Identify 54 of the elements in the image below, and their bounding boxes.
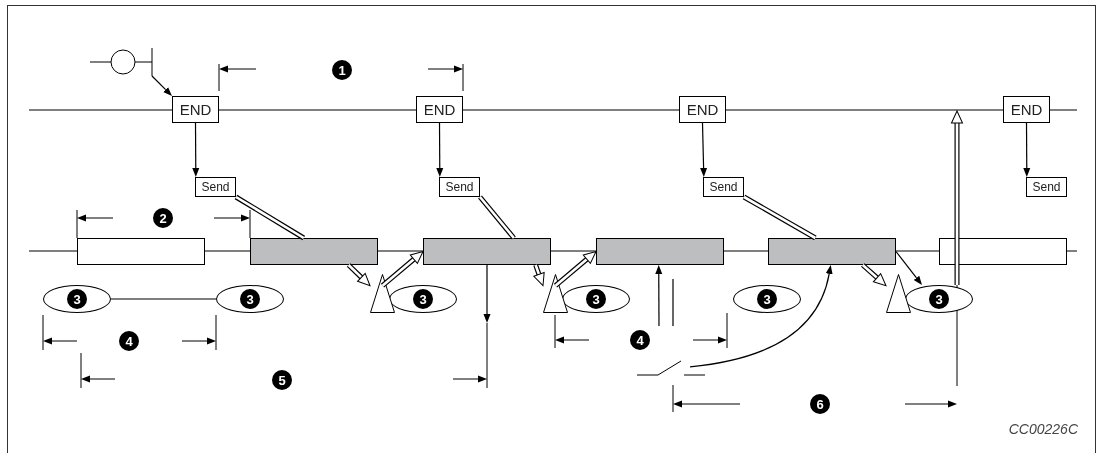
timing-bar (596, 238, 724, 265)
callout-number: 5 (272, 370, 292, 390)
oval-node (562, 285, 630, 313)
connector-line (110, 298, 217, 300)
timing-bar (423, 238, 551, 265)
arrow (151, 75, 172, 96)
callout-number: 4 (630, 330, 650, 350)
timing-bar (250, 238, 378, 265)
arrow (192, 122, 200, 177)
callout-number: 3 (413, 289, 433, 309)
double-line-arrow (553, 251, 597, 288)
switch-symbol-drawing (637, 360, 705, 377)
send-box: Send (439, 177, 480, 197)
callout-number: 3 (240, 289, 260, 309)
double-line-arrow (380, 251, 424, 288)
timing-bar (77, 238, 205, 265)
send-box: Send (1026, 177, 1067, 197)
timing-bar (939, 238, 1067, 265)
oval-node (43, 285, 111, 313)
timing-bar (768, 238, 896, 265)
arrow (436, 122, 444, 177)
oval-node (389, 285, 457, 313)
callout-number: 4 (119, 331, 139, 351)
send-box: Send (703, 177, 744, 197)
end-box: END (416, 96, 463, 123)
triangle-marker (886, 274, 911, 313)
send-box: Send (195, 177, 236, 197)
contact-symbol-drawing (90, 48, 152, 76)
double-line-arrow (346, 263, 371, 287)
end-box: END (679, 96, 726, 123)
callout-number: 3 (757, 289, 777, 309)
arrow (689, 265, 833, 368)
figure-code: CC00226C (1008, 422, 1078, 436)
double-line-arrow (951, 110, 963, 285)
oval-node (216, 285, 284, 313)
callout-number: 1 (332, 60, 352, 80)
callout-number: 3 (586, 289, 606, 309)
arrow (483, 264, 491, 323)
triangle-marker (370, 274, 395, 313)
end-box: END (1003, 96, 1050, 123)
callout-number: 3 (67, 289, 87, 309)
end-box: END (172, 96, 219, 123)
arrow (700, 122, 708, 177)
oval-node (905, 285, 973, 313)
arrow (895, 250, 922, 285)
triangle-marker (543, 274, 568, 313)
callout-number: 6 (810, 394, 830, 414)
arrow (655, 265, 663, 327)
callout-number: 3 (929, 289, 949, 309)
arrow (1023, 122, 1031, 177)
double-line-arrow (861, 263, 887, 287)
oval-node (733, 285, 801, 313)
double-line-arrow (533, 264, 545, 287)
callout-number: 2 (153, 208, 173, 228)
